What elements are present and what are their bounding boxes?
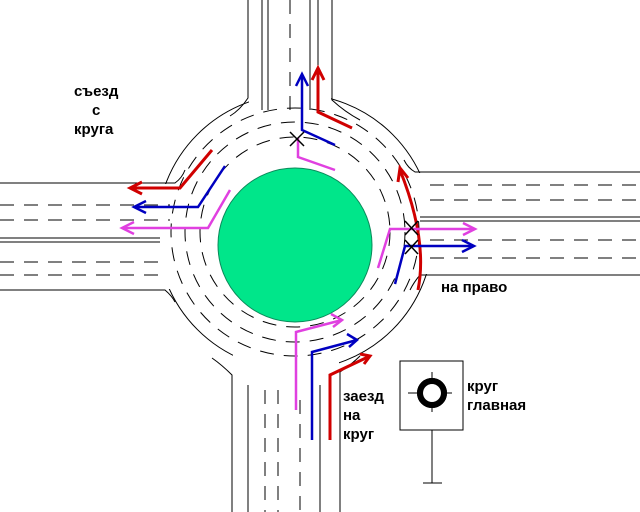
- red-paths: [126, 64, 423, 440]
- blue-paths: [131, 71, 477, 440]
- sign-label-line: круг: [467, 378, 499, 395]
- cross-icon: [289, 131, 305, 147]
- exit-label-line: съезд: [74, 83, 119, 100]
- exit-label-line: круга: [74, 121, 114, 138]
- magenta-paths: [119, 138, 478, 410]
- cross-icon: [404, 239, 419, 255]
- central-island: [217, 167, 373, 323]
- entry-label: заезд на круг: [343, 387, 384, 444]
- right-turn-label: на право: [441, 279, 508, 296]
- cross-icon: [404, 220, 419, 236]
- main-road-roundabout-sign: [399, 360, 464, 484]
- sign-label: круг главная: [467, 377, 526, 415]
- exit-label: съезд с круга: [74, 82, 118, 139]
- conflict-x-marks: [289, 131, 419, 255]
- exit-label-line: с: [92, 102, 101, 119]
- entry-label-line: круг: [343, 426, 375, 443]
- entry-label-line: заезд: [343, 388, 384, 405]
- entry-label-line: на: [343, 407, 361, 424]
- sign-label-line: главная: [467, 397, 527, 414]
